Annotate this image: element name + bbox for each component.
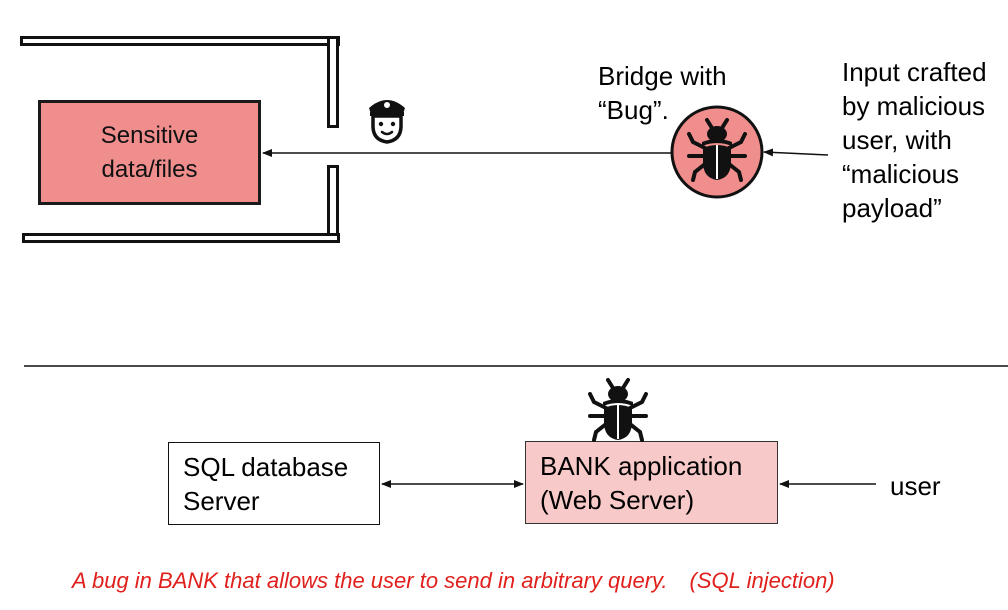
sensitive-box-line2: data/files <box>101 155 198 183</box>
bank-box-line2: (Web Server) <box>540 484 695 515</box>
malicious-input-label: Input crafted by malicious user, with “m… <box>842 55 987 225</box>
sensitive-box-line1: Sensitive <box>100 121 199 149</box>
caption-aside: (SQL injection) <box>689 568 835 593</box>
caption: A bug in BANK that allows the user to se… <box>72 568 835 594</box>
bridge-label: Bridge with “Bug”. <box>598 59 727 127</box>
input-label-line: payload” <box>842 193 942 223</box>
bank-box-line1: BANK application <box>540 450 743 481</box>
bridge-label-line2: “Bug”. <box>598 95 669 125</box>
wall-bottom-horizontal <box>22 233 340 243</box>
user-label: user <box>890 471 941 501</box>
bank-application-box: BANK application (Web Server) <box>525 441 778 524</box>
input-label-line: by malicious <box>842 91 986 121</box>
sql-box-line2: Server <box>183 485 260 516</box>
police-officer-icon <box>369 100 405 144</box>
caption-main: A bug in BANK that allows the user to se… <box>72 568 668 593</box>
input-label-line: Input crafted <box>842 57 987 87</box>
sql-box-line1: SQL database <box>183 451 349 482</box>
input-to-bug-arrow <box>763 148 829 157</box>
sensitive-data-box: Sensitive data/files <box>38 100 261 205</box>
input-label-line: user, with <box>842 125 952 155</box>
bank-bug-icon <box>588 378 648 442</box>
input-label-line: “malicious <box>842 159 960 189</box>
wall-top-vertical <box>327 36 339 128</box>
bridge-label-line1: Bridge with <box>598 61 727 91</box>
sql-database-server-box: SQL database Server <box>168 442 380 525</box>
